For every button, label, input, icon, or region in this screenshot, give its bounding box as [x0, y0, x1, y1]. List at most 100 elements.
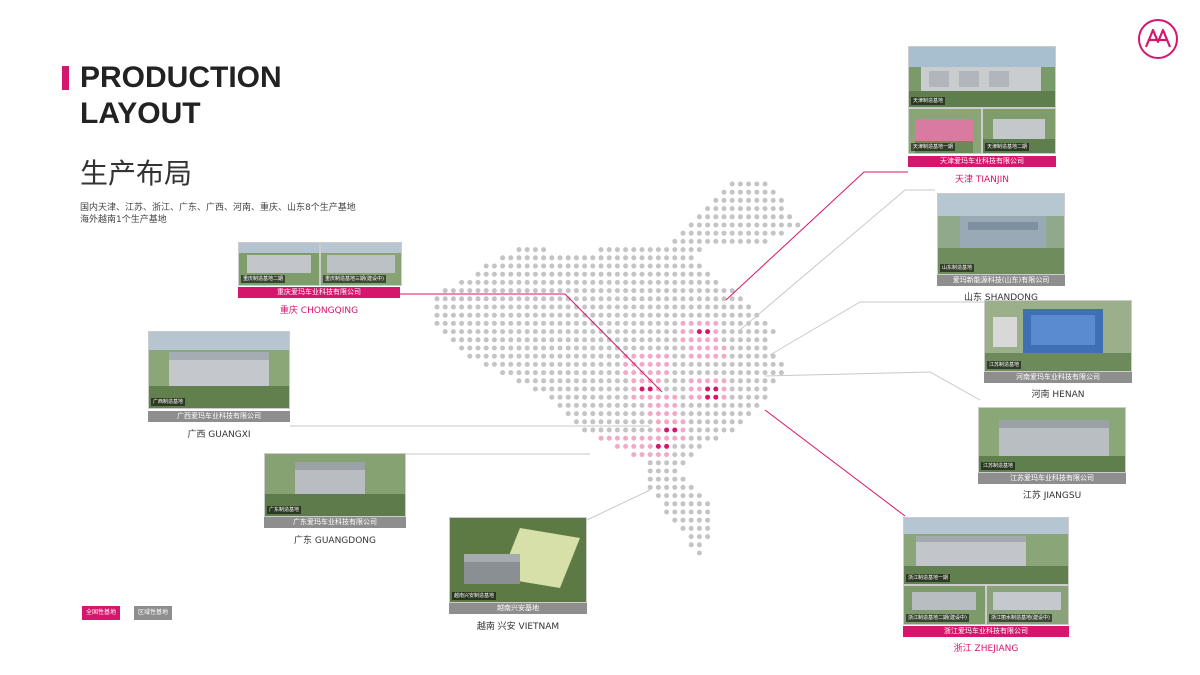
- map-dot: [573, 353, 579, 359]
- map-dot: [573, 312, 579, 318]
- map-dot: [614, 337, 620, 343]
- map-dot: [680, 345, 686, 351]
- map-dot: [606, 386, 612, 392]
- map-dot: [573, 337, 579, 343]
- page-title: PRODUCTION LAYOUT: [62, 60, 282, 132]
- map-dot: [737, 312, 743, 318]
- map-dot: [696, 550, 702, 556]
- map-dot: [623, 279, 629, 285]
- photo-label: 天津制造基地二期: [985, 143, 1030, 151]
- map-dot: [655, 255, 661, 261]
- map-dot: [705, 288, 711, 294]
- map-dot: [549, 345, 555, 351]
- map-dot: [500, 370, 506, 376]
- map-dot: [713, 214, 719, 220]
- map-dot: [787, 214, 793, 220]
- map-dot: [508, 255, 514, 261]
- map-dot: [549, 312, 555, 318]
- map-dot: [778, 361, 784, 367]
- map-dot: [631, 320, 637, 326]
- map-dot: [606, 394, 612, 400]
- map-dot: [737, 230, 743, 236]
- map-dot: [705, 386, 711, 392]
- map-dot: [754, 238, 760, 244]
- map-dot: [442, 320, 448, 326]
- map-dot: [549, 386, 555, 392]
- map-dot: [450, 312, 456, 318]
- map-dot: [516, 247, 522, 253]
- map-dot: [729, 345, 735, 351]
- map-dot: [680, 484, 686, 490]
- site-photo-guangxi: 广西制造基地: [148, 331, 290, 409]
- map-dot: [623, 304, 629, 310]
- map-dot: [573, 320, 579, 326]
- map-dot: [688, 411, 694, 417]
- map-dot: [590, 337, 596, 343]
- map-dot: [549, 279, 555, 285]
- map-dot: [688, 337, 694, 343]
- map-dot: [483, 361, 489, 367]
- map-dot: [721, 214, 727, 220]
- map-dot: [623, 427, 629, 433]
- map-dot: [655, 304, 661, 310]
- map-dot: [631, 288, 637, 294]
- map-dot: [582, 386, 588, 392]
- legend-national: 全国性基地: [82, 606, 121, 620]
- map-dot: [639, 279, 645, 285]
- map-dot: [795, 222, 801, 228]
- map-dot: [557, 329, 563, 335]
- map-dot: [672, 452, 678, 458]
- map-dot: [721, 427, 727, 433]
- map-dot: [491, 361, 497, 367]
- map-dot: [762, 370, 768, 376]
- map-dot: [467, 345, 473, 351]
- map-dot: [631, 271, 637, 277]
- map-dot: [500, 353, 506, 359]
- map-dot: [655, 460, 661, 466]
- map-dot: [762, 222, 768, 228]
- map-dot: [737, 411, 743, 417]
- map-dot: [516, 296, 522, 302]
- map-dot: [508, 288, 514, 294]
- map-dot: [721, 378, 727, 384]
- map-dot: [475, 271, 481, 277]
- map-dot: [631, 329, 637, 335]
- map-dot: [672, 411, 678, 417]
- map-dot: [664, 484, 670, 490]
- map-dot: [672, 345, 678, 351]
- map-dot: [672, 255, 678, 261]
- map-dot: [713, 230, 719, 236]
- map-dot: [696, 320, 702, 326]
- map-dot: [475, 337, 481, 343]
- map-dot: [688, 452, 694, 458]
- map-dot: [524, 320, 530, 326]
- map-dot: [680, 501, 686, 507]
- map-dot: [475, 279, 481, 285]
- map-dot: [606, 255, 612, 261]
- map-dot: [647, 402, 653, 408]
- map-dot: [713, 386, 719, 392]
- map-dot: [532, 345, 538, 351]
- map-dot: [549, 329, 555, 335]
- map-dot: [729, 189, 735, 195]
- company-bar: 天津爱玛车业科技有限公司: [908, 156, 1056, 167]
- map-dot: [664, 402, 670, 408]
- map-dot: [582, 402, 588, 408]
- map-dot: [655, 337, 661, 343]
- map-dot: [664, 263, 670, 269]
- map-dot: [770, 370, 776, 376]
- map-dot: [713, 288, 719, 294]
- map-dot: [680, 263, 686, 269]
- map-dot: [696, 378, 702, 384]
- map-dot: [778, 214, 784, 220]
- map-dot: [713, 329, 719, 335]
- map-dot: [639, 247, 645, 253]
- map-dot: [696, 312, 702, 318]
- map-dot: [541, 263, 547, 269]
- map-dot: [721, 304, 727, 310]
- map-dot: [631, 247, 637, 253]
- map-dot: [754, 206, 760, 212]
- map-dot: [680, 476, 686, 482]
- map-dot: [737, 394, 743, 400]
- map-dot: [705, 534, 711, 540]
